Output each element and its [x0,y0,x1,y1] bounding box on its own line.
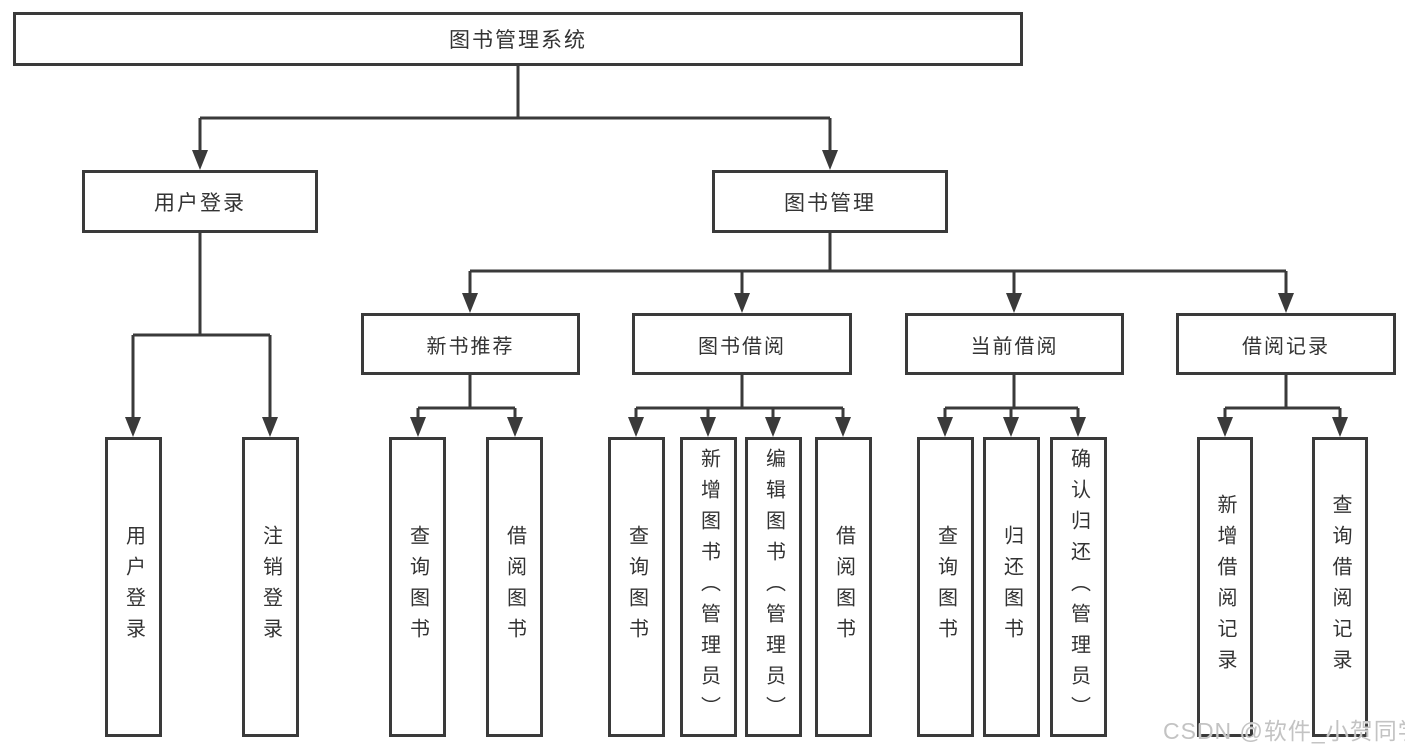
arrow-down-icon [1217,417,1233,437]
arrow-down-icon [507,417,523,437]
arrow-down-icon [410,417,426,437]
arrow-down-icon [734,293,750,313]
arrow-down-icon [937,417,953,437]
arrow-down-icon [1006,293,1022,313]
node-library-management-system: 图书管理系统 [13,12,1023,66]
arrow-down-icon [192,150,208,170]
node-current-borrowing: 当前借阅 [905,313,1124,375]
node-book-management: 图书管理 [712,170,948,233]
leaf-borrow-books-recommend: 借阅图书 [486,437,543,737]
arrow-down-icon [262,417,278,437]
leaf-logout: 注销登录 [242,437,299,737]
leaf-return-books: 归还图书 [983,437,1040,737]
node-user-login: 用户登录 [82,170,318,233]
connector-book-mgmt-to-level3 [468,233,1288,297]
arrow-down-icon [1332,417,1348,437]
node-new-book-recommend: 新书推荐 [361,313,580,375]
arrow-down-icon [835,417,851,437]
leaf-confirm-return-admin: 确认归还（管理员） [1050,437,1107,737]
arrow-down-icon [700,417,716,437]
leaf-add-books-admin: 新增图书（管理员） [680,437,737,737]
leaf-borrow-books-borrowing: 借阅图书 [815,437,872,737]
leaf-query-books-current: 查询图书 [917,437,974,737]
leaf-user-login: 用户登录 [105,437,162,737]
arrow-down-icon [822,150,838,170]
arrow-down-icon [462,293,478,313]
connector-root-to-level2 [198,66,832,154]
arrow-down-icon [1278,293,1294,313]
arrow-down-icon [125,417,141,437]
csdn-watermark: CSDN @软件_小贺同学 [1163,718,1405,744]
connector-current-borrow-to-children [943,375,1080,421]
connector-book-borrow-to-children [634,375,845,421]
arrow-down-icon [1003,417,1019,437]
connector-borrow-records-to-children [1223,375,1342,421]
node-book-borrowing: 图书借阅 [632,313,852,375]
arrow-down-icon [628,417,644,437]
node-borrowing-records: 借阅记录 [1176,313,1396,375]
arrow-down-icon [765,417,781,437]
leaf-query-borrow-record: 查询借阅记录 [1312,437,1368,737]
connector-new-books-to-children [416,375,517,421]
arrowheads [125,150,1348,437]
connector-user-login-to-children [131,233,272,421]
leaf-edit-books-admin: 编辑图书（管理员） [745,437,802,737]
leaf-add-borrow-record: 新增借阅记录 [1197,437,1253,737]
leaf-query-books-borrowing: 查询图书 [608,437,665,737]
leaf-query-books-recommend: 查询图书 [389,437,446,737]
arrow-down-icon [1070,417,1086,437]
